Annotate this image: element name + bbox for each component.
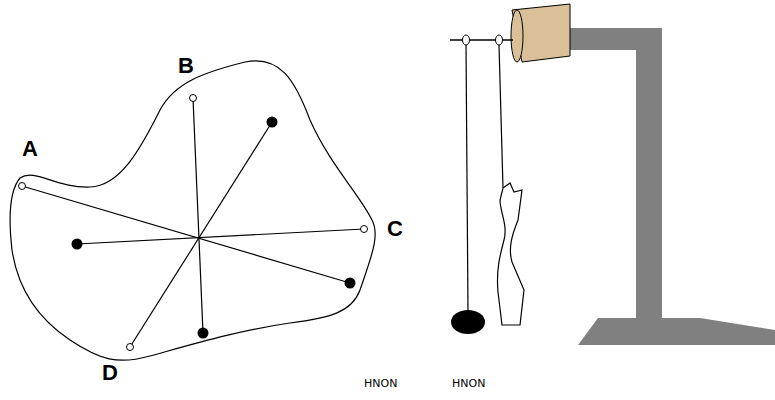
point-label: B	[178, 55, 194, 77]
mark-dot	[345, 278, 356, 289]
plumb-line	[77, 229, 364, 244]
plumb-line	[193, 98, 203, 333]
mark-dot	[72, 239, 83, 250]
watermark: HNON	[364, 378, 397, 389]
cork	[512, 4, 570, 62]
loop	[463, 35, 470, 45]
point-label: D	[102, 362, 118, 384]
mark-dot	[198, 328, 209, 339]
plumb-bob	[451, 310, 485, 334]
mark-dot	[267, 117, 278, 128]
stand-base	[578, 318, 775, 345]
pin	[450, 39, 513, 40]
plumb-line	[130, 122, 272, 347]
hole	[190, 95, 197, 102]
hole	[127, 344, 134, 351]
point-label: C	[387, 218, 403, 240]
plate-outline	[10, 61, 375, 360]
hanging-plate	[497, 183, 524, 325]
hole	[19, 183, 26, 190]
watermark: HNON	[452, 378, 485, 389]
hang-string	[499, 45, 503, 188]
cork-face	[511, 10, 523, 62]
plumb-line	[22, 186, 350, 283]
loop	[496, 35, 503, 45]
point-label: A	[22, 138, 38, 160]
stand	[560, 28, 662, 318]
hole	[361, 226, 368, 233]
plumb-string	[466, 45, 468, 312]
